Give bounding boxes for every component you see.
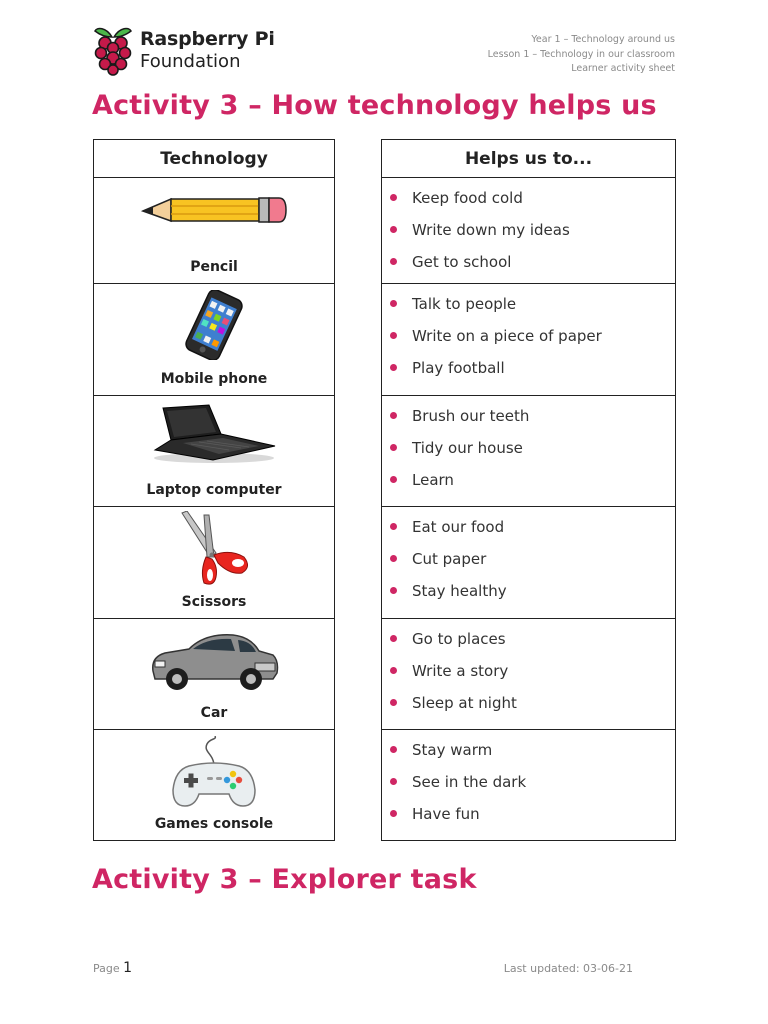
- helps-us-table: Helps us to... Keep food cold Write down…: [381, 139, 676, 841]
- brand-name: Raspberry Pi: [140, 28, 275, 50]
- helps-item: Get to school: [390, 247, 675, 279]
- technology-label: Mobile phone: [160, 371, 268, 387]
- page-label: Page: [93, 962, 120, 975]
- helps-item: Write on a piece of paper: [390, 321, 675, 353]
- helps-cell: Brush our teeth Tidy our house Learn: [381, 395, 676, 507]
- explorer-heading: Activity 3 – Explorer task: [92, 864, 477, 895]
- brand-subname: Foundation: [140, 51, 241, 72]
- bullet-icon: [390, 412, 397, 419]
- helps-item: Stay warm: [390, 735, 675, 767]
- helps-cell: Eat our food Cut paper Stay healthy: [381, 506, 676, 619]
- helps-item: Play football: [390, 353, 675, 385]
- page-indicator: Page 1: [93, 960, 132, 976]
- helps-item: Brush our teeth: [390, 401, 675, 433]
- helps-item: Cut paper: [390, 544, 675, 576]
- bullet-icon: [390, 555, 397, 562]
- bullet-icon: [390, 778, 397, 785]
- technology-cell: Car: [93, 618, 335, 730]
- pencil-icon: [140, 197, 287, 223]
- bullet-icon: [390, 476, 397, 483]
- helps-item: Talk to people: [390, 289, 675, 321]
- meta-sheet: Learner activity sheet: [571, 63, 675, 74]
- helps-item: See in the dark: [390, 767, 675, 799]
- helps-item: Write a story: [390, 656, 675, 688]
- bullet-icon: [390, 523, 397, 530]
- bullet-icon: [390, 810, 397, 817]
- technology-header: Technology: [93, 139, 335, 178]
- bullet-icon: [390, 444, 397, 451]
- helps-cell: Keep food cold Write down my ideas Get t…: [381, 177, 676, 284]
- technology-label: Car: [200, 705, 228, 721]
- helps-item: Eat our food: [390, 512, 675, 544]
- page-number: 1: [123, 960, 133, 976]
- mobile-phone-icon: [185, 290, 243, 360]
- raspberry-pi-foundation-logo: Raspberry Pi Foundation: [92, 24, 312, 76]
- bullet-icon: [390, 746, 397, 753]
- helps-cell: Go to places Write a story Sleep at nigh…: [381, 618, 676, 730]
- game-controller-icon: [172, 736, 256, 807]
- bullet-icon: [390, 667, 397, 674]
- raspberry-logo-icon: [94, 27, 132, 76]
- laptop-icon: [153, 404, 276, 463]
- meta-lesson: Lesson 1 – Technology in our classroom: [487, 48, 675, 60]
- helps-item: Go to places: [390, 624, 675, 656]
- bullet-icon: [390, 635, 397, 642]
- bullet-icon: [390, 364, 397, 371]
- bullet-icon: [390, 226, 397, 233]
- technology-label: Laptop computer: [146, 482, 282, 498]
- technology-cell: Pencil: [93, 177, 335, 284]
- technology-cell: Mobile phone: [93, 283, 335, 396]
- helps-header: Helps us to...: [381, 139, 676, 178]
- technology-cell: Games console: [93, 729, 335, 841]
- helps-item: Learn: [390, 465, 675, 497]
- activity-heading: Activity 3 – How technology helps us: [92, 90, 657, 121]
- technology-table: Technology Pencil: [93, 139, 335, 841]
- helps-item: Have fun: [390, 799, 675, 831]
- helps-item: Keep food cold: [390, 183, 675, 215]
- scissors-icon: [181, 511, 248, 585]
- bullet-icon: [390, 699, 397, 706]
- bullet-icon: [390, 332, 397, 339]
- technology-cell: Scissors: [93, 506, 335, 619]
- bullet-icon: [390, 194, 397, 201]
- technology-label: Scissors: [181, 594, 247, 610]
- helps-cell: Talk to people Write on a piece of paper…: [381, 283, 676, 396]
- document-meta: Year 1 – Technology around us Lesson 1 –…: [488, 33, 675, 77]
- meta-year: Year 1 – Technology around us: [531, 34, 675, 45]
- helps-item: Tidy our house: [390, 433, 675, 465]
- helps-cell: Stay warm See in the dark Have fun: [381, 729, 676, 841]
- technology-cell: Laptop computer: [93, 395, 335, 507]
- helps-item: Sleep at night: [390, 688, 675, 720]
- car-icon: [152, 634, 279, 690]
- helps-item: Stay healthy: [390, 576, 675, 608]
- helps-item: Write down my ideas: [390, 215, 675, 247]
- bullet-icon: [390, 587, 397, 594]
- bullet-icon: [390, 258, 397, 265]
- bullet-icon: [390, 300, 397, 307]
- last-updated: Last updated: 03-06-21: [503, 962, 633, 975]
- technology-label: Games console: [154, 816, 274, 832]
- technology-label: Pencil: [190, 259, 238, 275]
